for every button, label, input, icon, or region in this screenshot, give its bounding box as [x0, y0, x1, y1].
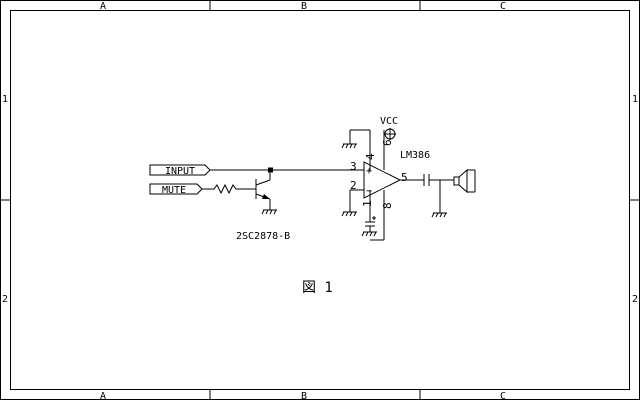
opamp-plus-sign: + [366, 166, 372, 177]
pin2-ground-icon [341, 211, 357, 217]
pin4-ground-wire [349, 129, 371, 171]
mute-resistor [202, 183, 256, 195]
zone-col-a-bottom: A [100, 391, 106, 400]
zone-col-c-top: C [500, 1, 506, 12]
zone-row-1-left: 1 [2, 94, 8, 105]
opamp-part-label: LM386 [400, 150, 430, 161]
opamp-pin-3: 3 [350, 160, 357, 173]
pin4-ground-icon [341, 143, 357, 149]
opamp-pin-2: 2 [350, 179, 357, 192]
zone-row-2-right: 2 [632, 294, 638, 305]
input-port-label: INPUT [165, 166, 195, 177]
speaker-icon [453, 168, 476, 194]
mute-port: MUTE [149, 183, 203, 196]
zone-col-a-top: A [100, 1, 106, 12]
input-port: INPUT [149, 164, 211, 177]
opamp-pin-6: 6 [381, 139, 394, 146]
opamp-symbol [363, 130, 402, 240]
opamp-pin-8: 8 [381, 202, 394, 209]
output-ground-icon [431, 212, 447, 218]
transistor-symbol [255, 179, 271, 210]
zone-col-b-top: B [301, 1, 307, 12]
mute-port-label: MUTE [162, 185, 186, 196]
vcc-supply-icon [384, 128, 396, 140]
pin1-ground-icon [361, 231, 377, 237]
pin2-ground-wire [349, 189, 364, 212]
opamp-minus-sign: − [366, 186, 372, 197]
zone-col-b-bottom: B [301, 391, 307, 400]
input-wire [210, 167, 364, 180]
output-wire [400, 174, 454, 213]
opamp-pin-5: 5 [401, 171, 408, 184]
transistor-label: 2SC2878-B [236, 231, 290, 242]
zone-row-2-left: 2 [2, 294, 8, 305]
transistor-ground-icon [261, 209, 277, 215]
zone-col-c-bottom: C [500, 391, 506, 400]
opamp-pin-1: 1 [361, 200, 374, 207]
figure-caption: 図 1 [302, 280, 333, 296]
gain-capacitor [365, 190, 376, 232]
zone-row-1-right: 1 [632, 94, 638, 105]
vcc-label: VCC [380, 116, 398, 127]
